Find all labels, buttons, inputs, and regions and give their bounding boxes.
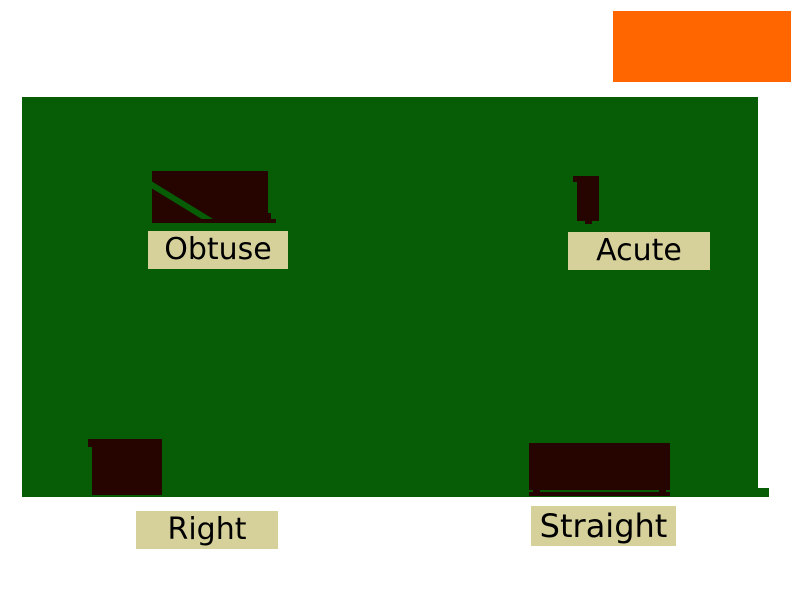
acute-endpoint-tick [585, 217, 592, 224]
figure-right[interactable] [92, 439, 162, 495]
board-edge-tab [758, 488, 769, 497]
right-vertex-notch [88, 439, 95, 447]
straight-left-endpoint-tick [533, 487, 540, 494]
obtuse-angle-ray-icon [152, 171, 268, 223]
obtuse-endpoint-tick [267, 213, 271, 223]
orange-banner[interactable] [613, 11, 791, 82]
obtuse-baseline-ray [196, 219, 276, 223]
label-straight[interactable]: Straight [531, 506, 676, 546]
figure-straight[interactable] [529, 443, 670, 490]
label-obtuse[interactable]: Obtuse [148, 231, 288, 269]
straight-baseline [529, 492, 670, 496]
label-right[interactable]: Right [136, 511, 278, 549]
label-acute[interactable]: Acute [568, 232, 710, 270]
green-board[interactable] [22, 97, 758, 497]
straight-right-endpoint-tick [659, 487, 666, 494]
figure-acute[interactable] [577, 176, 599, 221]
figure-obtuse[interactable] [152, 171, 268, 223]
